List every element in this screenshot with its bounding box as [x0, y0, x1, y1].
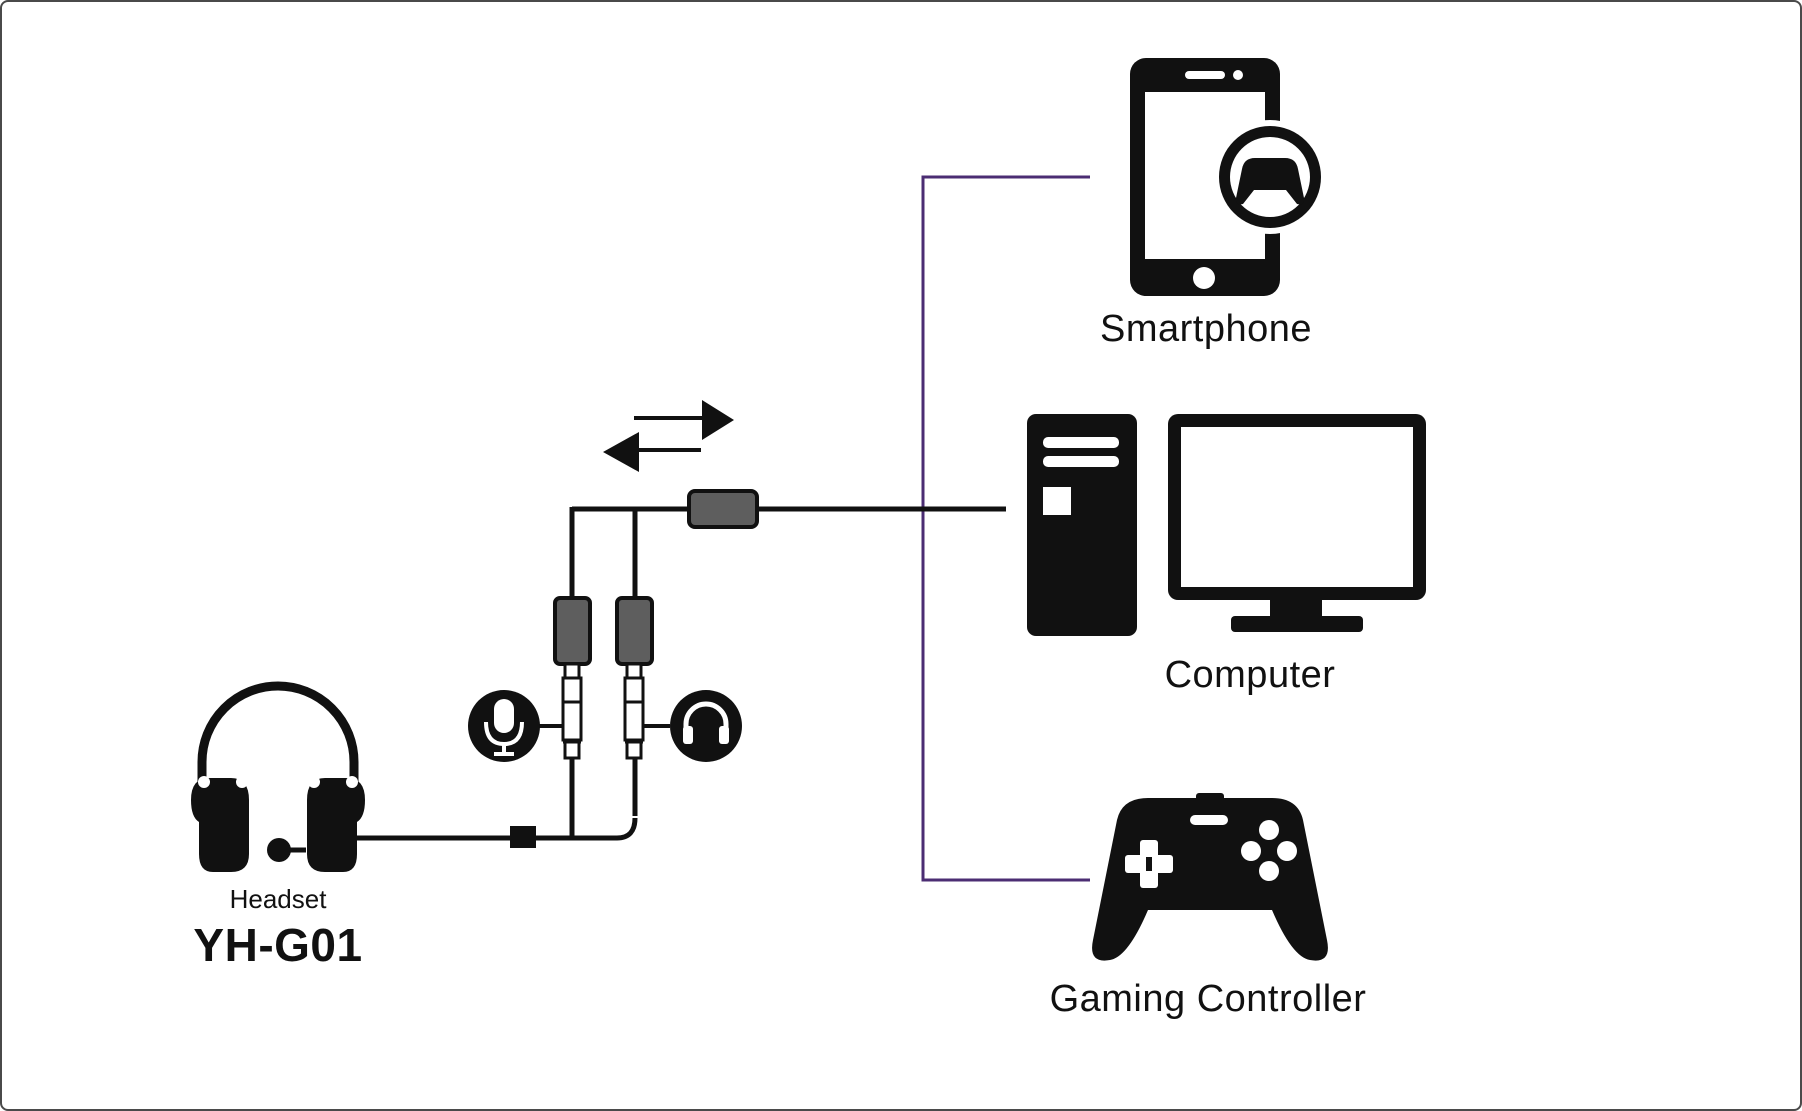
headset-type-label: Headset [229, 884, 327, 914]
computer-label: Computer [1164, 654, 1336, 696]
gamepad-icon [1213, 120, 1327, 234]
headphone-plug [615, 596, 654, 816]
headphone-icon [643, 690, 742, 762]
cable-clip [510, 826, 536, 848]
mic-plug [553, 596, 592, 780]
headset-icon [191, 681, 365, 872]
microphone-icon [468, 690, 563, 762]
cable-connector [687, 489, 759, 529]
bidirectional-arrows-icon [603, 400, 734, 472]
headset-model-label: YH-G01 [193, 919, 363, 971]
gaming-controller-icon [1092, 793, 1328, 961]
headset-cable [344, 817, 638, 841]
gaming-controller-label: Gaming Controller [1049, 978, 1367, 1020]
desktop-tower-icon [1027, 414, 1137, 636]
monitor-icon [1168, 414, 1426, 632]
smartphone-label: Smartphone [1099, 308, 1313, 350]
device-group-bracket [921, 175, 1090, 882]
